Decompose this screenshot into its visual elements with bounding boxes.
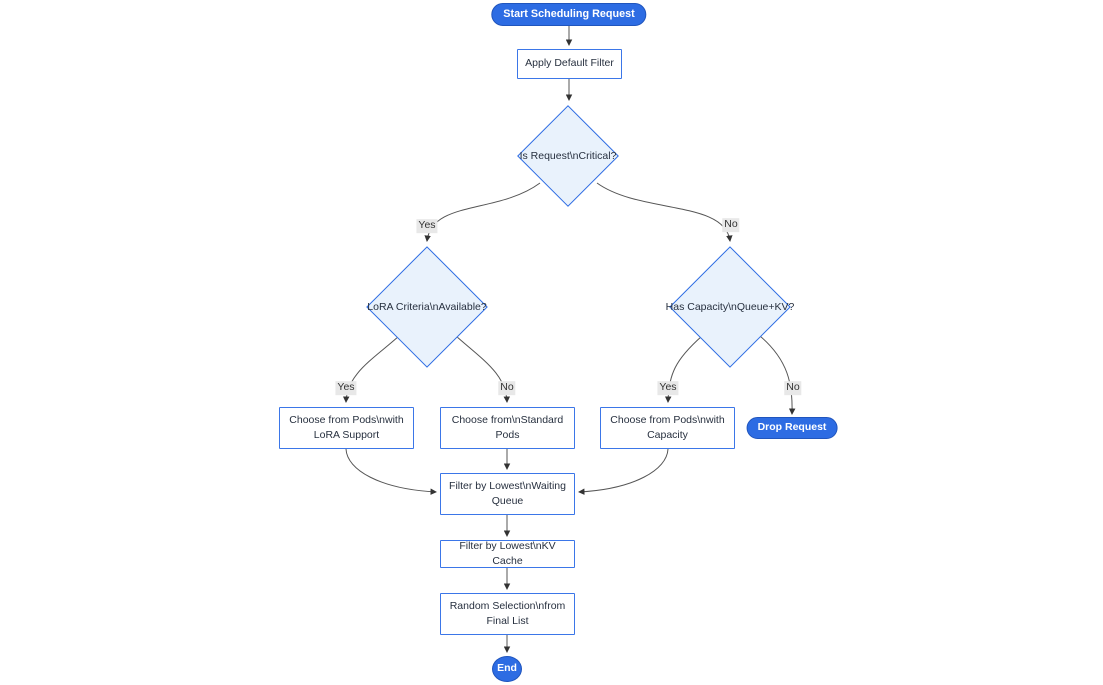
node-lora-criteria-available-label: LoRA Criteria\nAvailable? [367, 301, 487, 313]
node-is-request-critical: Is Request\nCritical? [517, 105, 619, 207]
node-start: Start Scheduling Request [491, 3, 647, 26]
node-choose-standard-pods-label: Choose from\nStandard Pods [451, 413, 564, 441]
node-random-selection-final-list: Random Selection\nfrom Final List [440, 593, 575, 635]
edge-label-capacity-yes: Yes [657, 381, 679, 395]
node-filter-lowest-kv-cache: Filter by Lowest\nKV Cache [440, 540, 575, 568]
node-filter-lowest-waiting-queue: Filter by Lowest\nWaiting Queue [440, 473, 575, 515]
edge-label-lora-yes: Yes [335, 381, 357, 395]
edge-label-critical-no: No [722, 218, 740, 232]
node-end-label: End [497, 662, 517, 675]
node-is-request-critical-label: Is Request\nCritical? [519, 150, 617, 162]
node-drop-request: Drop Request [746, 417, 838, 439]
node-drop-request-label: Drop Request [757, 421, 827, 434]
node-has-capacity-queue-kv-label: Has Capacity\nQueue+KV? [665, 301, 795, 313]
node-filter-lowest-kv-cache-label: Filter by Lowest\nKV Cache [459, 539, 556, 567]
node-filter-lowest-waiting-queue-label: Filter by Lowest\nWaiting Queue [449, 479, 566, 507]
edge-capacity-drop-no [759, 335, 796, 415]
node-choose-pods-capacity-label: Choose from Pods\nwith Capacity [610, 413, 725, 441]
node-start-label: Start Scheduling Request [503, 7, 635, 20]
node-choose-standard-pods: Choose from\nStandard Pods [440, 407, 575, 449]
edge-podslora-filterqueue [345, 448, 437, 495]
edge-label-critical-yes: Yes [416, 219, 438, 233]
edge-label-lora-no: No [498, 381, 516, 395]
node-lora-criteria-available: LoRA Criteria\nAvailable? [366, 246, 488, 368]
node-random-selection-final-list-label: Random Selection\nfrom Final List [449, 599, 566, 627]
node-apply-default-filter-label: Apply Default Filter [525, 57, 614, 70]
node-choose-pods-capacity: Choose from Pods\nwith Capacity [600, 407, 735, 449]
edge-label-capacity-no: No [784, 381, 802, 395]
node-apply-default-filter: Apply Default Filter [517, 49, 622, 79]
node-choose-pods-lora-support: Choose from Pods\nwith LoRA Support [279, 407, 414, 449]
node-has-capacity-queue-kv: Has Capacity\nQueue+KV? [666, 246, 794, 368]
node-choose-pods-lora-support-label: Choose from Pods\nwith LoRA Support [289, 413, 404, 441]
node-end: End [492, 656, 522, 682]
edge-podscapacity-filterqueue [578, 448, 669, 495]
